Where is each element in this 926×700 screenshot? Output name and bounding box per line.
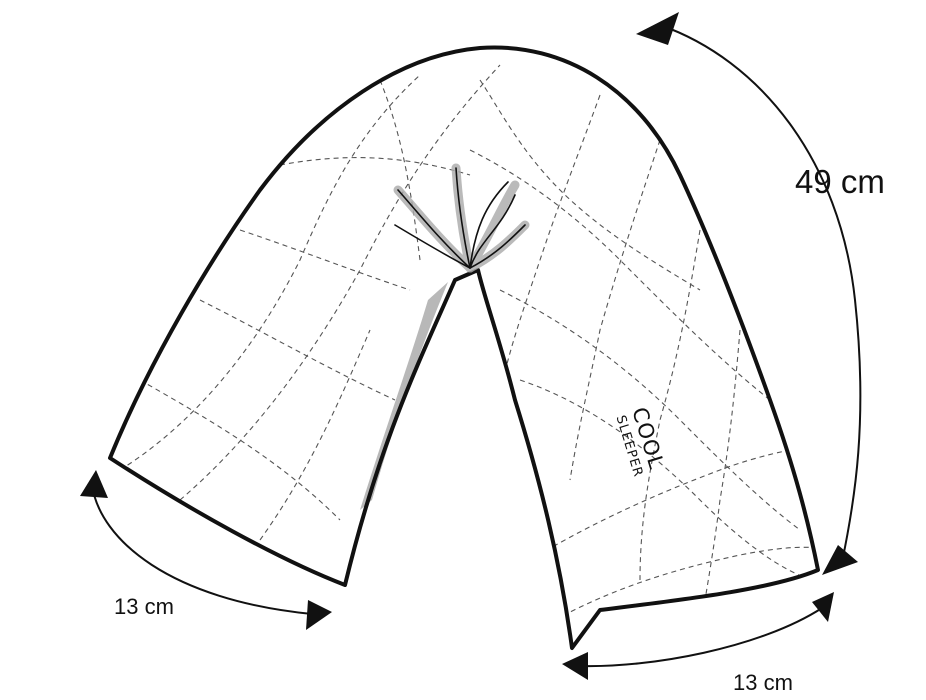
arrowhead-bottom-icon — [822, 545, 858, 575]
right-width-dimension-arrow — [562, 592, 834, 680]
center-gather — [393, 163, 530, 273]
length-dimension-arrow — [636, 12, 862, 575]
arrowhead-left-top-icon — [80, 470, 108, 498]
right-width-label: 13 cm — [733, 670, 793, 695]
arrowhead-right-top-icon — [812, 592, 834, 622]
pillow-outline — [108, 45, 820, 650]
arrowhead-right-left-icon — [562, 652, 588, 680]
arrowhead-left-bottom-icon — [306, 600, 332, 630]
left-width-label: 13 cm — [114, 594, 174, 619]
quilt-stitching — [119, 64, 818, 621]
arrowhead-top-icon — [636, 12, 679, 45]
left-width-dimension-arrow — [80, 470, 332, 630]
length-label: 49 cm — [795, 163, 885, 200]
